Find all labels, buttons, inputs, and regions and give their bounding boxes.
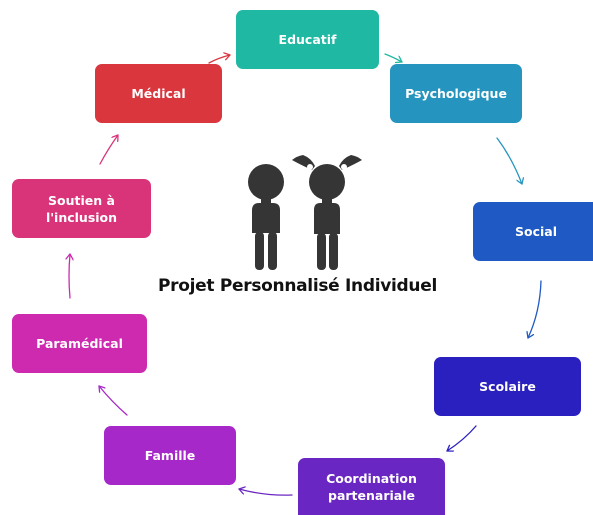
node-medical: Médical	[95, 64, 222, 123]
children-icon	[242, 150, 372, 275]
node-educatif: Educatif	[236, 10, 379, 69]
boy-neck	[261, 198, 271, 204]
node-label: Scolaire	[479, 379, 536, 394]
arrow-educatif-psychologique	[384, 53, 403, 62]
arrow-famille-paramedical	[98, 385, 128, 416]
arrow-scolaire-coordination	[446, 425, 477, 451]
boy-body	[252, 203, 280, 233]
node-psychologique: Psychologique	[390, 64, 522, 123]
node-label: Educatif	[278, 32, 337, 47]
arrow-psychologique-social	[496, 137, 522, 185]
node-label: Psychologique	[405, 86, 507, 101]
center-title: Projet Personnalisé Individuel	[158, 276, 437, 296]
node-scolaire: Scolaire	[434, 357, 581, 416]
node-coordination-partenariale: Coordination partenariale	[298, 458, 445, 515]
girl-body	[314, 203, 340, 234]
node-label: Famille	[144, 448, 196, 463]
boy-head	[248, 164, 284, 200]
arrow-paramedical-soutien	[69, 253, 70, 299]
girl-left-hair-bow	[307, 164, 313, 170]
node-label: Soutien à l'inclusion	[45, 192, 118, 225]
girl-neck	[322, 198, 332, 204]
arrow-soutien-medical	[99, 134, 119, 165]
node-social: Social	[473, 202, 593, 261]
girl-right-hair-bow	[341, 164, 347, 170]
node-soutien-inclusion: Soutien à l'inclusion	[12, 179, 151, 238]
node-paramedical: Paramédical	[12, 314, 147, 373]
node-label: Médical	[131, 86, 186, 101]
boy-left-leg	[255, 232, 264, 270]
node-label: Coordination partenariale	[326, 470, 417, 503]
girl-right-leg	[329, 233, 338, 270]
node-famille: Famille	[104, 426, 236, 485]
node-label: Social	[514, 224, 557, 239]
node-label: Paramédical	[36, 336, 123, 351]
girl-head	[309, 164, 345, 200]
boy-right-leg	[268, 232, 277, 270]
girl-left-leg	[317, 233, 326, 270]
arrow-coordination-famille	[238, 489, 293, 496]
arrow-social-scolaire	[528, 280, 542, 339]
arrow-medical-educatif	[208, 55, 231, 64]
